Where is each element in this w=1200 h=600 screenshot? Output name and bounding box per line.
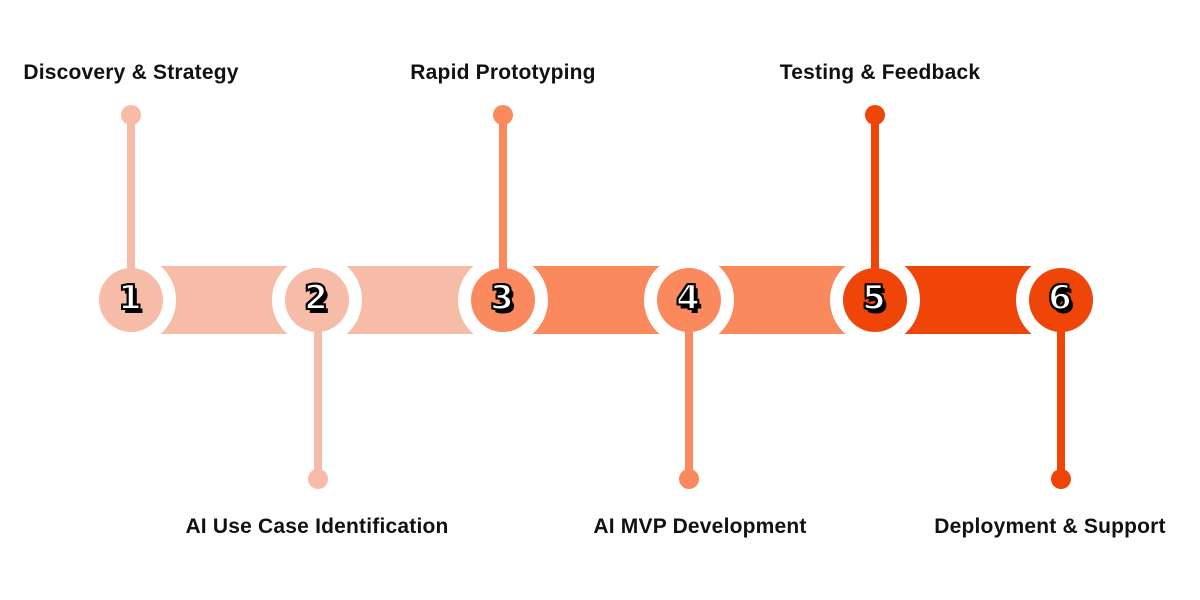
stem-endpoint-dot-1: [121, 105, 141, 125]
step-number-1: 1: [117, 278, 143, 318]
step-number-5: 5: [861, 278, 887, 318]
step-circle-4: 4: [657, 268, 721, 332]
step-label-testing-feedback: Testing & Feedback: [779, 61, 981, 84]
connector-stem-6: [1057, 300, 1065, 479]
connector-stem-1: [127, 115, 135, 300]
step-circle-3: 3: [471, 268, 535, 332]
step-circle-5: 5: [843, 268, 907, 332]
step-number-4: 4: [675, 278, 701, 318]
step-circle-6: 6: [1029, 268, 1093, 332]
step-circle-2: 2: [285, 268, 349, 332]
connector-stem-2: [314, 300, 322, 479]
connector-stem-3: [499, 115, 507, 300]
step-label-rapid-prototyping: Rapid Prototyping: [410, 61, 596, 84]
stem-endpoint-dot-2: [308, 469, 328, 489]
connector-stem-5: [871, 115, 879, 300]
step-label-ai-mvp-development: AI MVP Development: [593, 515, 807, 538]
stem-endpoint-dot-4: [679, 469, 699, 489]
step-label-ai-use-case-identification: AI Use Case Identification: [185, 515, 449, 538]
step-number-2: 2: [303, 278, 329, 318]
stem-endpoint-dot-6: [1051, 469, 1071, 489]
step-number-6: 6: [1047, 278, 1073, 318]
step-label-deployment-support: Deployment & Support: [934, 515, 1166, 538]
step-number-3: 3: [489, 278, 515, 318]
stem-endpoint-dot-5: [865, 105, 885, 125]
stem-endpoint-dot-3: [493, 105, 513, 125]
step-label-discovery-strategy: Discovery & Strategy: [23, 61, 239, 84]
step-circle-1: 1: [99, 268, 163, 332]
connector-stem-4: [685, 300, 693, 479]
